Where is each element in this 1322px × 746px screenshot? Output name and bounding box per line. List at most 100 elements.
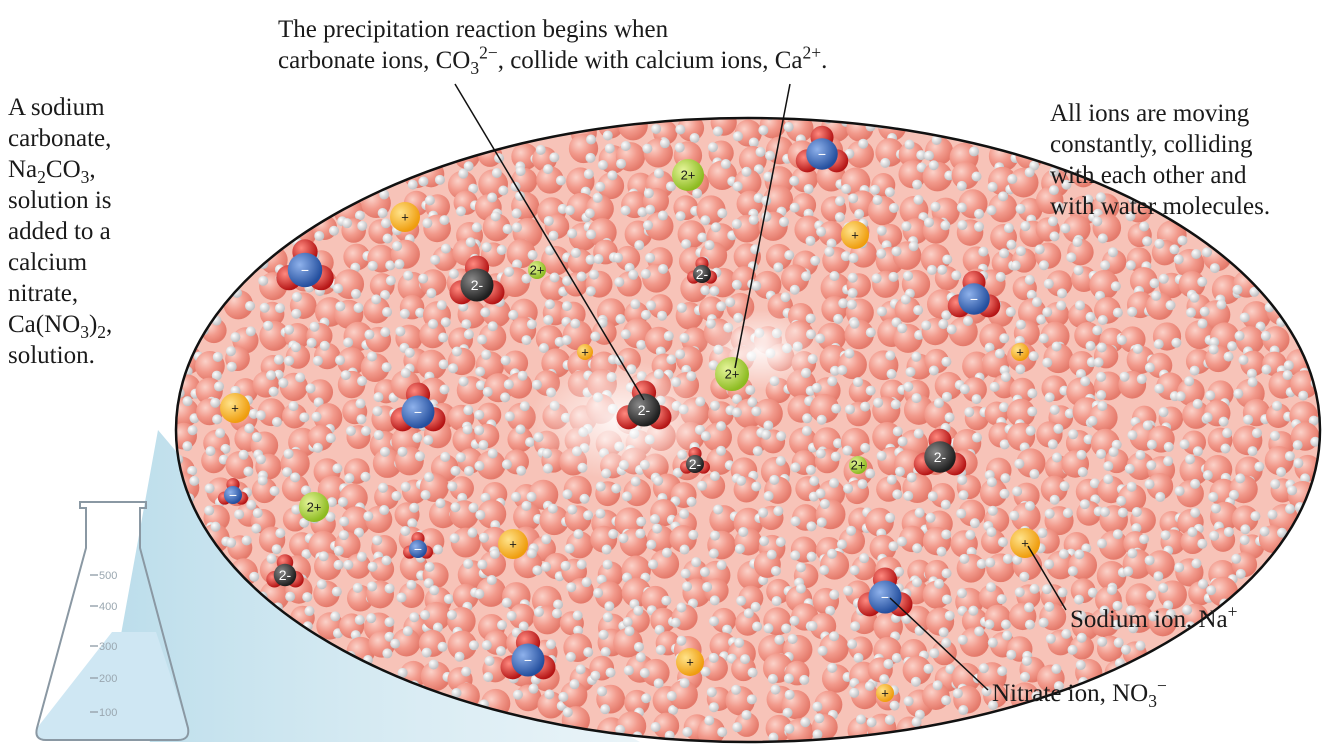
water-molecule <box>1099 505 1128 534</box>
water-molecule <box>305 379 334 408</box>
nitrate-ion: − <box>403 532 433 559</box>
water-molecule <box>922 217 951 244</box>
water-molecule <box>709 607 737 635</box>
water-molecule <box>735 608 763 636</box>
water-molecule <box>394 446 425 476</box>
water-molecule <box>816 220 844 249</box>
water-molecule <box>901 218 929 247</box>
water-molecule <box>564 529 594 559</box>
water-molecule <box>621 476 651 507</box>
water-molecule <box>783 633 813 665</box>
water-molecule <box>1093 371 1123 401</box>
water-molecule <box>959 377 987 405</box>
water-molecule <box>1174 478 1204 508</box>
ion-charge-label: + <box>851 228 859 243</box>
water-molecule <box>334 299 364 329</box>
ion-charge-label: 2- <box>279 567 292 583</box>
water-molecule <box>847 636 873 663</box>
water-molecule <box>725 684 757 716</box>
ion-charge-label: 2+ <box>725 367 740 382</box>
water-molecule <box>1035 216 1060 242</box>
water-molecule <box>787 395 816 424</box>
water-molecule <box>343 551 371 579</box>
water-molecule <box>368 630 396 659</box>
water-molecule <box>475 349 505 380</box>
water-molecule <box>506 603 535 632</box>
water-molecule <box>480 242 507 267</box>
water-molecule <box>821 295 849 324</box>
water-molecule <box>868 350 899 381</box>
water-molecule <box>614 269 642 297</box>
water-molecule <box>956 553 987 583</box>
calcium-ion: 2+ <box>672 159 704 191</box>
nitrate-ion: − <box>390 382 446 432</box>
caption-line: The precipitation reaction begins when <box>278 16 669 43</box>
water-molecule <box>812 587 840 616</box>
water-molecule <box>894 294 924 323</box>
water-molecule <box>339 613 365 641</box>
water-molecule <box>1096 635 1124 662</box>
water-molecule <box>337 370 368 399</box>
water-molecule <box>507 424 536 453</box>
water-molecule <box>844 318 876 350</box>
caption-line: solution. <box>8 342 95 369</box>
water-molecule <box>1103 446 1129 474</box>
water-molecule <box>1014 448 1046 480</box>
water-molecule <box>1037 663 1065 693</box>
water-molecule <box>447 346 476 376</box>
water-molecule <box>761 185 794 217</box>
water-molecule <box>512 683 542 712</box>
water-molecule <box>763 607 792 636</box>
water-molecule <box>790 450 817 476</box>
water-molecule <box>641 585 672 616</box>
water-molecule <box>815 498 846 530</box>
water-molecule <box>259 301 285 327</box>
water-molecule <box>424 194 451 221</box>
ion-charge-label: + <box>509 537 517 552</box>
water-molecule <box>422 561 449 589</box>
water-molecule <box>927 482 955 510</box>
water-molecule <box>1239 301 1271 332</box>
water-molecule <box>1087 401 1118 432</box>
water-molecule <box>929 637 957 666</box>
water-molecule <box>1122 548 1153 579</box>
water-molecule <box>418 269 447 299</box>
water-molecule <box>394 502 420 529</box>
water-molecule <box>449 500 479 530</box>
water-molecule <box>1007 167 1039 198</box>
water-molecule <box>1145 290 1176 320</box>
water-molecule <box>1042 341 1074 374</box>
sodium-ion: + <box>1011 343 1029 361</box>
water-molecule <box>341 218 368 243</box>
water-molecule <box>642 138 673 168</box>
water-molecule <box>642 210 674 241</box>
water-molecule <box>613 626 644 658</box>
water-molecule <box>501 449 529 476</box>
water-molecule <box>1179 430 1207 457</box>
water-molecule <box>898 139 927 168</box>
water-molecule <box>1014 583 1041 609</box>
water-molecule <box>794 215 825 246</box>
water-molecule <box>339 506 371 538</box>
water-molecule <box>562 271 589 297</box>
water-molecule <box>783 118 814 145</box>
ion-charge-label: − <box>818 146 826 162</box>
ions: 2+2+2+2+2++++++++++−−−−−−−−2-2-2-2-2-2- <box>218 125 1040 702</box>
water-molecule <box>532 605 562 635</box>
water-molecule <box>624 689 652 718</box>
calcium-ion: 2+ <box>849 456 867 474</box>
water-molecule <box>1010 246 1037 273</box>
water-molecule <box>983 505 1010 533</box>
water-molecule <box>585 269 613 298</box>
water-molecule <box>447 630 479 662</box>
water-molecule <box>503 370 533 399</box>
water-molecule <box>1148 608 1178 637</box>
water-molecule <box>564 504 594 533</box>
water-molecule <box>1180 526 1208 555</box>
water-molecule <box>901 269 931 299</box>
water-molecule <box>367 244 396 273</box>
water-molecule <box>258 526 286 555</box>
water-molecule <box>480 297 511 328</box>
